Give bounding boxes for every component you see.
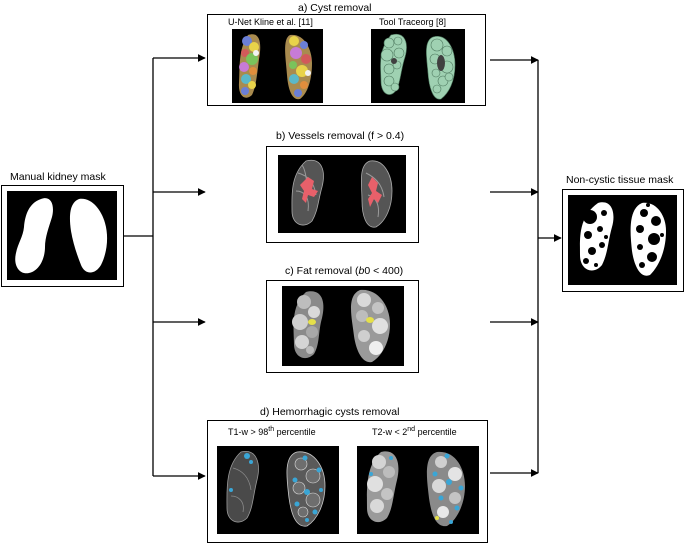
unet-right-kidney (285, 34, 312, 100)
t2-hemorrhage-image (357, 446, 479, 534)
fat-step-box (266, 280, 419, 373)
fat-left-overlay (308, 319, 316, 325)
fat-title-post: 0 < 400) (364, 265, 404, 277)
vessels-image (278, 155, 406, 233)
t2-left-kidney (366, 451, 399, 523)
right-kidney-mask (69, 198, 108, 273)
traceorg-segmentation-image (371, 29, 465, 103)
input-title: Manual kidney mask (10, 171, 106, 183)
hemo-step-title: d) Hemorrhagic cysts removal (260, 406, 400, 418)
t1-hemorrhage-image (217, 446, 339, 534)
t1-left-kidney (226, 451, 259, 523)
vessels-step-title: b) Vessels removal (f > 0.4) (276, 130, 405, 142)
fat-title-pre: c) Fat removal ( (285, 265, 359, 277)
vessels-right-kidney (360, 160, 393, 228)
unet-segmentation-image (232, 29, 323, 103)
traceorg-left-kidney (380, 33, 407, 95)
output-right-kidney (630, 202, 666, 276)
fat-step-title: c) Fat removal (b0 < 400) (285, 265, 403, 277)
input-mask-box (1, 185, 124, 287)
output-mask-box (562, 189, 684, 292)
fat-left-kidney (292, 291, 324, 359)
fat-right-overlay (366, 317, 374, 323)
vessels-left-overlay (300, 177, 318, 203)
cyst-step-title: a) Cyst removal (298, 2, 372, 14)
non-cystic-mask-image (568, 195, 677, 285)
fat-right-kidney (351, 289, 390, 363)
fat-image (282, 286, 404, 366)
cyst-right-label: Tool Traceorg [8] (379, 17, 447, 27)
vessels-step-box (266, 146, 419, 243)
vessels-left-kidney (291, 159, 324, 226)
cyst-left-label: U-Net Kline et al. [11] (228, 17, 313, 27)
hemo-step-box: T1-w > 98th percentile T2-w < 2nd percen… (207, 420, 488, 543)
t1-right-kidney (286, 451, 326, 527)
vessels-right-overlay (368, 177, 382, 207)
hemo-left-label: T1-w > 98th percentile (228, 426, 316, 437)
traceorg-right-kidney (426, 36, 456, 100)
hemo-right-label: T2-w < 2nd percentile (372, 426, 457, 437)
kidney-mask-image (7, 191, 117, 280)
output-title: Non-cystic tissue mask (566, 174, 674, 186)
cyst-step-box: U-Net Kline et al. [11] Tool Traceorg [8… (207, 14, 486, 106)
output-left-kidney (579, 202, 614, 271)
t2-right-kidney (426, 451, 465, 527)
left-kidney-mask (15, 198, 53, 274)
unet-left-kidney (238, 34, 261, 98)
fat-title-b-symbol: b (358, 265, 365, 277)
